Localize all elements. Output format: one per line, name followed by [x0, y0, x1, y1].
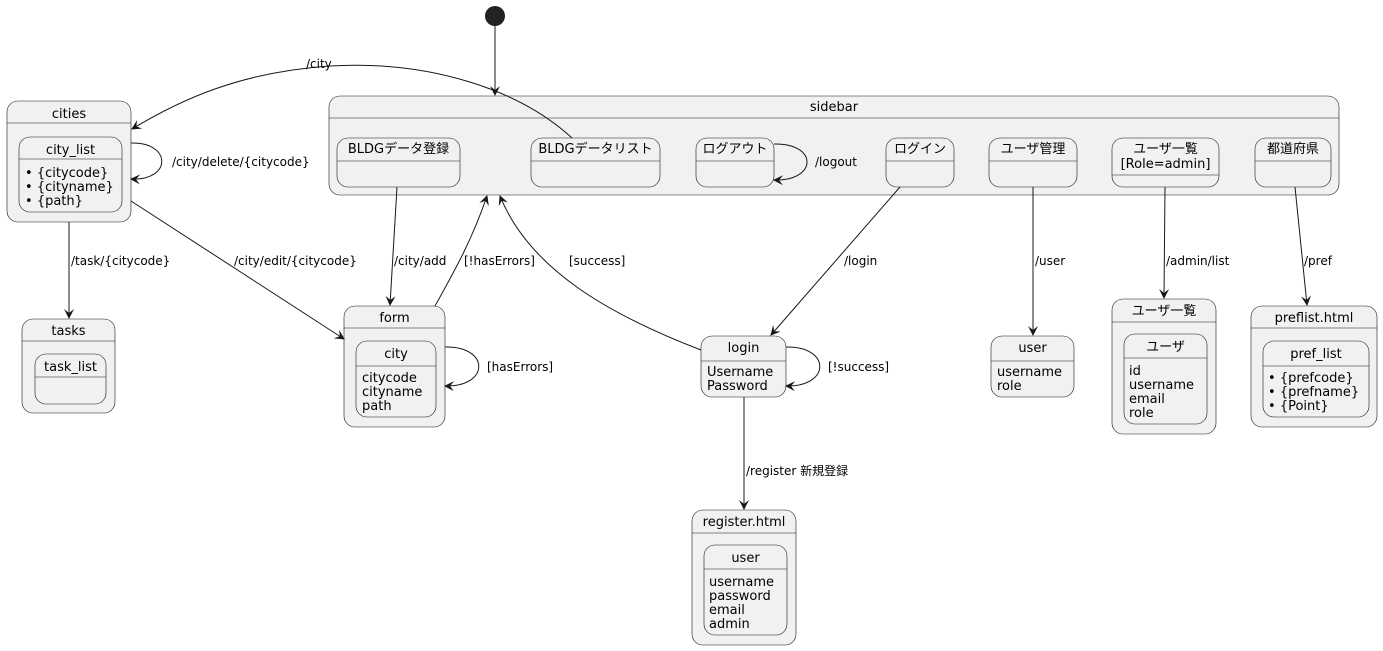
- state-user: user username role: [990, 335, 1075, 398]
- preflist-title: preflist.html: [1275, 311, 1354, 326]
- tasks-title: tasks: [51, 324, 85, 339]
- transition-admin-list: [1159, 186, 1170, 299]
- transition-not-has-errors: [434, 195, 489, 307]
- user-title: user: [1018, 341, 1047, 356]
- bldg-list-title: BLDGデータリスト: [538, 141, 652, 157]
- transition-logout-label: /logout: [815, 155, 857, 169]
- cities-title: cities: [52, 107, 86, 122]
- transition-admin-list-label: /admin/list: [1166, 254, 1230, 268]
- user-entity-field: id: [1129, 364, 1141, 379]
- state-user-list-page: ユーザ一覧 ユーザ id username email role: [1111, 298, 1217, 435]
- transition-city-edit-label: /city/edit/{citycode}: [234, 254, 357, 268]
- logout-title: ログアウト: [702, 142, 767, 157]
- transition-city: [131, 64, 573, 139]
- transition-pref: [1294, 186, 1312, 306]
- task-list-title: task_list: [44, 360, 97, 375]
- city-list-title: city_list: [46, 143, 95, 158]
- register-user-field: password: [709, 589, 771, 604]
- user-list-item-guard: [Role=admin]: [1121, 157, 1211, 172]
- bldg-register-title: BLDGデータ登録: [348, 141, 449, 157]
- transition-logout: [773, 143, 808, 186]
- register-user-field: email: [709, 603, 745, 618]
- transition-register-label: /register 新規登録: [746, 463, 848, 478]
- city-list-field: • {citycode}: [25, 166, 108, 181]
- user-entity-field: email: [1129, 392, 1165, 407]
- initial-state: [485, 6, 505, 26]
- transition-not-has-errors-label: [!hasErrors]: [464, 254, 535, 268]
- user-list-item-title: ユーザ一覧: [1133, 141, 1198, 157]
- transition-has-errors: [444, 346, 480, 392]
- transition-city-delete-label: /city/delete/{citycode}: [172, 155, 310, 169]
- transition-success: [498, 195, 702, 351]
- transition-not-success: [785, 346, 821, 392]
- user-field: username: [997, 365, 1062, 380]
- transition-not-success-label: [!success]: [828, 360, 889, 374]
- state-cities: cities city_list • {citycode} • {citynam…: [6, 100, 132, 223]
- transition-city-add-label: /city/add: [394, 254, 446, 268]
- transition-pref-label: /pref: [1304, 254, 1333, 268]
- transition-success-label: [success]: [569, 254, 625, 268]
- transition-city-edit: [130, 200, 345, 340]
- city-field: citycode: [362, 371, 417, 386]
- state-bldg-register: BLDGデータ登録: [336, 137, 461, 188]
- city-field: cityname: [362, 385, 422, 400]
- transition-user-label: /user: [1035, 254, 1065, 268]
- pref-list-field: • {prefcode}: [1268, 371, 1354, 386]
- city-field: path: [362, 399, 392, 414]
- state-prefectures: 都道府県: [1254, 137, 1332, 188]
- state-form: form city citycode cityname path: [343, 305, 446, 428]
- pref-list-title: pref_list: [1290, 347, 1341, 362]
- city-state-title: city: [384, 347, 408, 362]
- form-title: form: [379, 311, 409, 326]
- user-entity-field: username: [1129, 378, 1194, 393]
- transition-city-label: /city: [306, 57, 332, 71]
- state-user-mgmt: ユーザ管理: [988, 137, 1078, 188]
- state-preflist: preflist.html pref_list • {prefcode} • {…: [1250, 305, 1378, 428]
- user-entity-title: ユーザ: [1146, 340, 1185, 355]
- register-user-title: user: [731, 551, 760, 566]
- state-user-list-item: ユーザ一覧 [Role=admin]: [1111, 137, 1220, 188]
- transition-login-label: /login: [844, 254, 877, 268]
- transition-task-label: /task/{citycode}: [71, 254, 170, 268]
- user-list-page-title: ユーザ一覧: [1132, 303, 1197, 319]
- user-entity-field: role: [1129, 406, 1154, 421]
- login-field: Password: [707, 379, 768, 394]
- transition-city-delete: [130, 142, 163, 185]
- register-user-field: admin: [709, 617, 750, 632]
- login-item-title: ログイン: [894, 142, 946, 157]
- state-tasks: tasks task_list: [21, 318, 116, 414]
- transition-city-add: [385, 186, 398, 306]
- state-login-item: ログイン: [885, 137, 955, 188]
- state-logout: ログアウト: [695, 137, 775, 188]
- register-user-field: username: [709, 575, 774, 590]
- login-field: Username: [707, 365, 773, 380]
- pref-list-field: • {Point}: [1268, 399, 1329, 414]
- pref-list-field: • {prefname}: [1268, 385, 1359, 400]
- login-title: login: [728, 341, 760, 356]
- transition-has-errors-label: [hasErrors]: [487, 360, 553, 374]
- user-mgmt-title: ユーザ管理: [1001, 142, 1066, 157]
- city-list-field: • {path}: [25, 194, 83, 209]
- sidebar-title: sidebar: [810, 100, 859, 115]
- prefectures-title: 都道府県: [1267, 142, 1319, 157]
- user-field: role: [997, 379, 1022, 394]
- state-bldg-list: BLDGデータリスト: [530, 137, 661, 188]
- transition-login: [770, 186, 901, 336]
- state-login: login Username Password: [700, 335, 787, 398]
- city-list-field: • {cityname}: [25, 180, 114, 195]
- register-title: register.html: [703, 515, 786, 530]
- state-register: register.html user username password ema…: [691, 509, 797, 646]
